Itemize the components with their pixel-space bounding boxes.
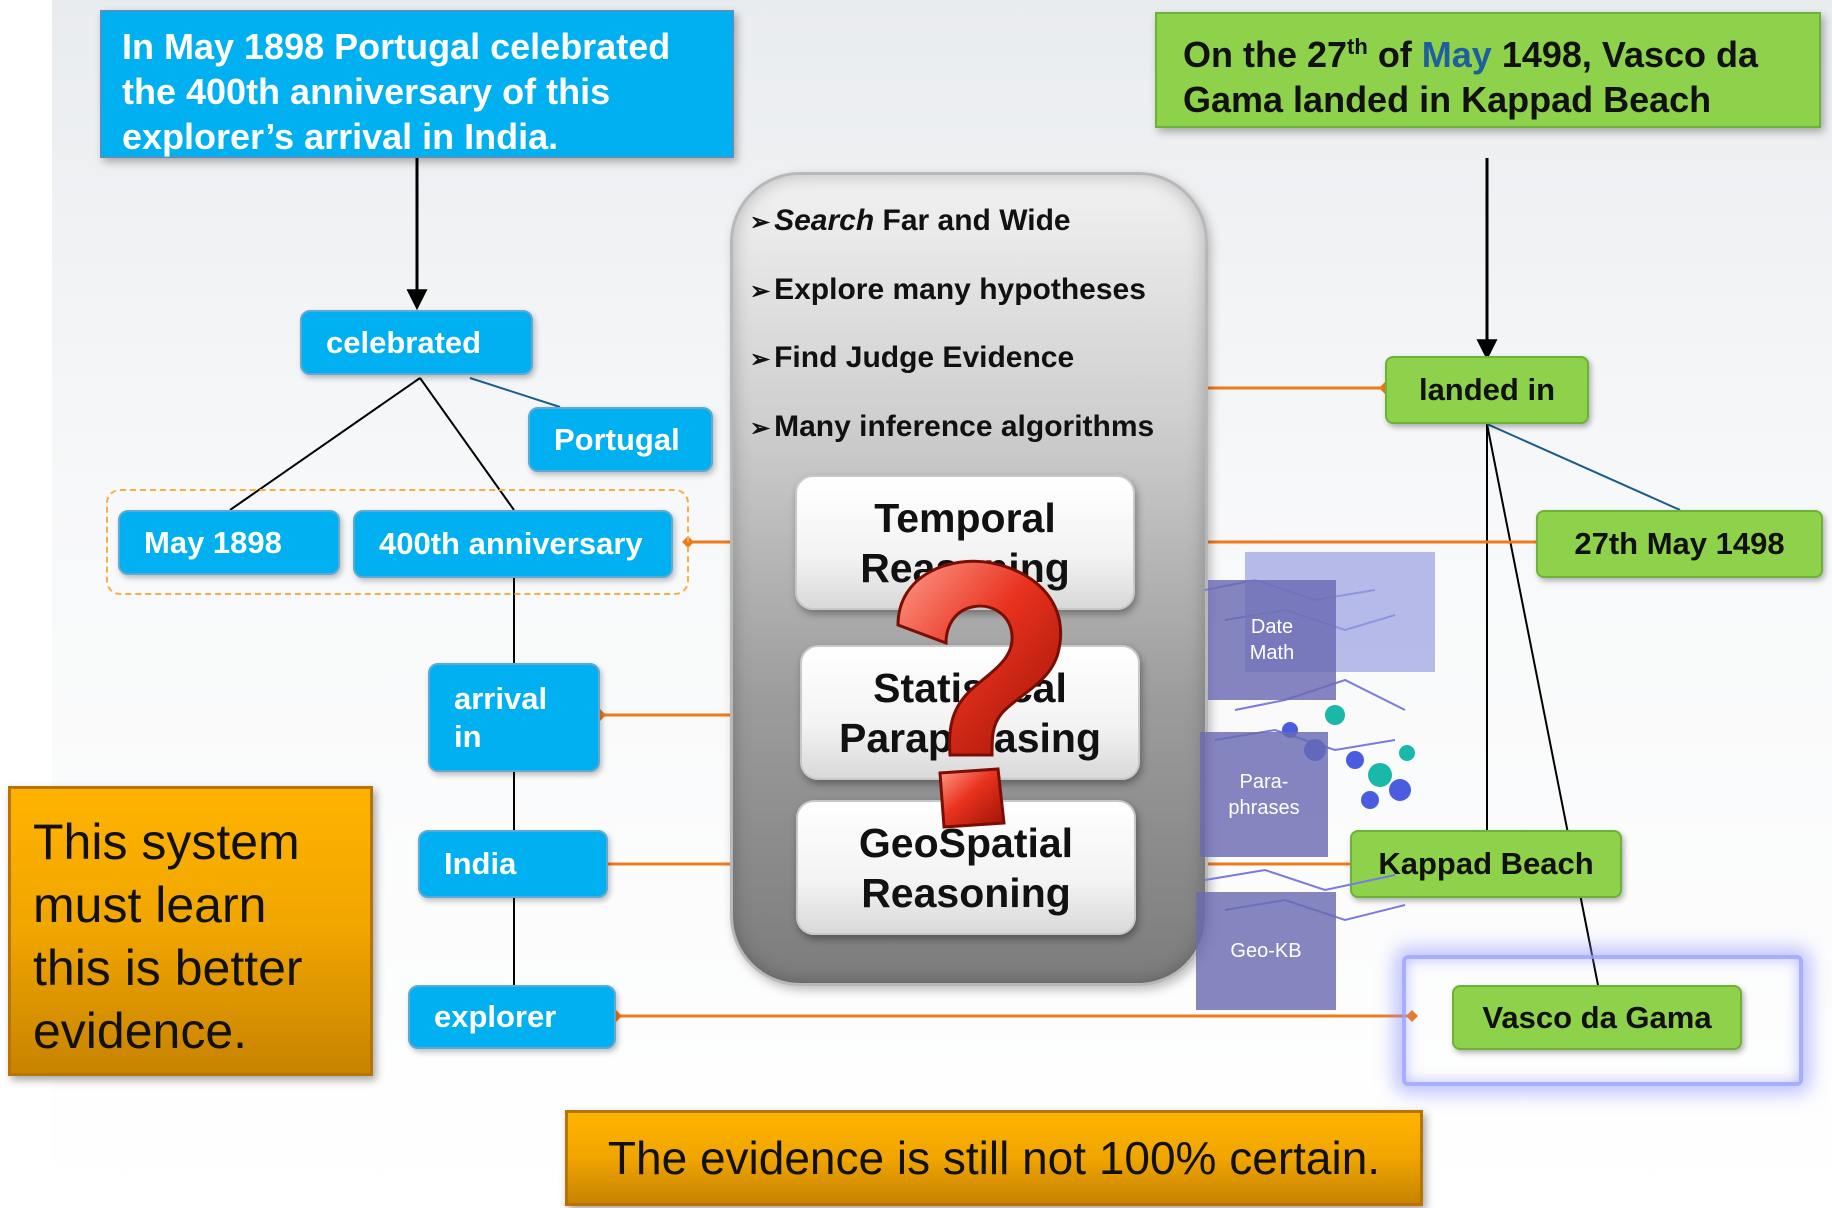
question-mark-icon [896, 559, 1063, 829]
evidence-passage-box: On the 27th of May 1498, Vasco da Gama l… [1155, 12, 1821, 128]
edge-celebrated-portugal [469, 377, 561, 408]
node-india: India [418, 830, 608, 898]
passage-line-1: On the 27th of May 1498, Vasco da [1183, 34, 1759, 75]
edge-celebrated-anniversary [419, 377, 515, 511]
edge-landed-date [1486, 423, 1681, 511]
question-clue-box: In May 1898 Portugal celebrated the 400t… [100, 10, 734, 158]
bullet-explore: ➢Explore many hypotheses [750, 273, 1146, 306]
node-portugal: Portugal [528, 407, 713, 472]
node-400th-anniversary: 400th anniversary [353, 510, 673, 578]
edge-celebrated-may [229, 377, 421, 511]
node-celebrated: celebrated [300, 310, 533, 375]
node-vasco-da-gama: Vasco da Gama [1452, 985, 1742, 1050]
node-landed-in: landed in [1385, 356, 1589, 424]
node-kappad-beach: Kappad Beach [1350, 830, 1622, 898]
highlight-glow [1402, 955, 1803, 1086]
question-line-3: explorer’s arrival in India. [122, 116, 559, 157]
passage-line-2: Gama landed in Kappad Beach [1183, 79, 1712, 120]
bullet-evidence: ➢Find Judge Evidence [750, 341, 1075, 374]
kb-geo: Geo-KB [1196, 892, 1336, 1010]
edge-landed-vasco [1486, 423, 1599, 986]
grouping-dashed-box [106, 489, 689, 595]
question-line-2: the 400th anniversary of this [122, 71, 611, 112]
callout-not-certain: The evidence is still not 100% certain. [565, 1110, 1423, 1206]
callout-learn: This system must learn this is better ev… [8, 786, 373, 1076]
bullet-algorithms: ➢Many inference algorithms [750, 410, 1155, 443]
node-explorer: explorer [408, 985, 616, 1049]
kb-paraphrases: Para-phrases [1200, 732, 1328, 857]
question-line-1: In May 1898 Portugal celebrated [122, 26, 671, 67]
bullet-search: ➢Search Far and Wide [750, 204, 1071, 237]
node-may-1898: May 1898 [118, 510, 340, 575]
node-arrival-in: arrival in [428, 663, 600, 772]
node-27th-may-1498: 27th May 1498 [1536, 510, 1823, 578]
